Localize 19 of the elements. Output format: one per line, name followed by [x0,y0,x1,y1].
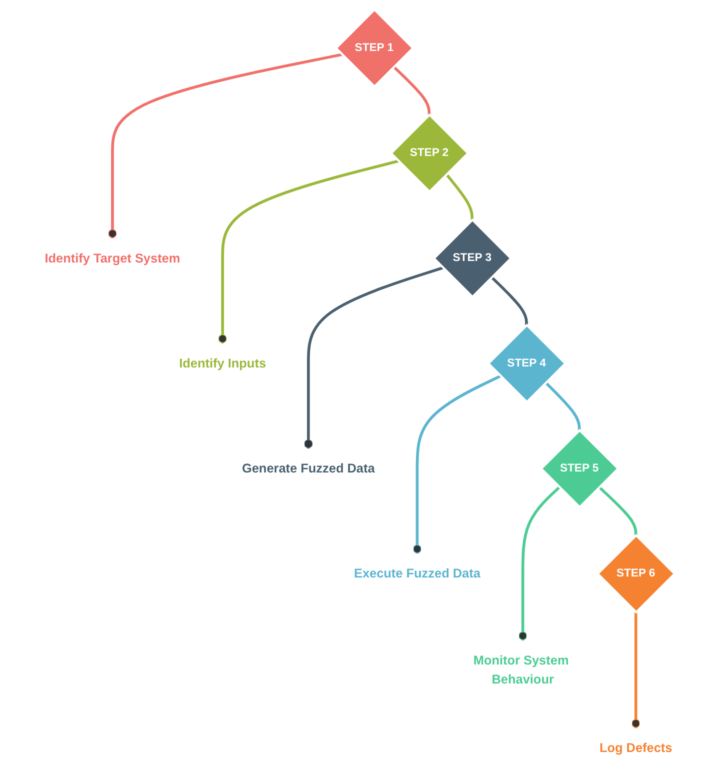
connector [304,266,444,449]
connector [632,612,640,728]
connector [518,486,560,640]
connector [412,374,502,554]
node-text: Identify Target System [44,250,180,266]
node-text: Log Defects [599,740,672,755]
node-text: Monitor System Behaviour [473,653,569,686]
connector [392,66,431,115]
connector [490,276,528,326]
connector [598,486,638,536]
connector [218,160,399,344]
node-diamond: STEP 6 [596,534,676,614]
node-text: Generate Fuzzed Data [242,461,375,476]
node-text: Execute Fuzzed Data [354,566,480,581]
node-diamond: STEP 3 [432,218,512,298]
connector [445,174,474,220]
connector [108,53,342,238]
connector [544,382,581,430]
node-text: Identify Inputs [179,356,266,370]
